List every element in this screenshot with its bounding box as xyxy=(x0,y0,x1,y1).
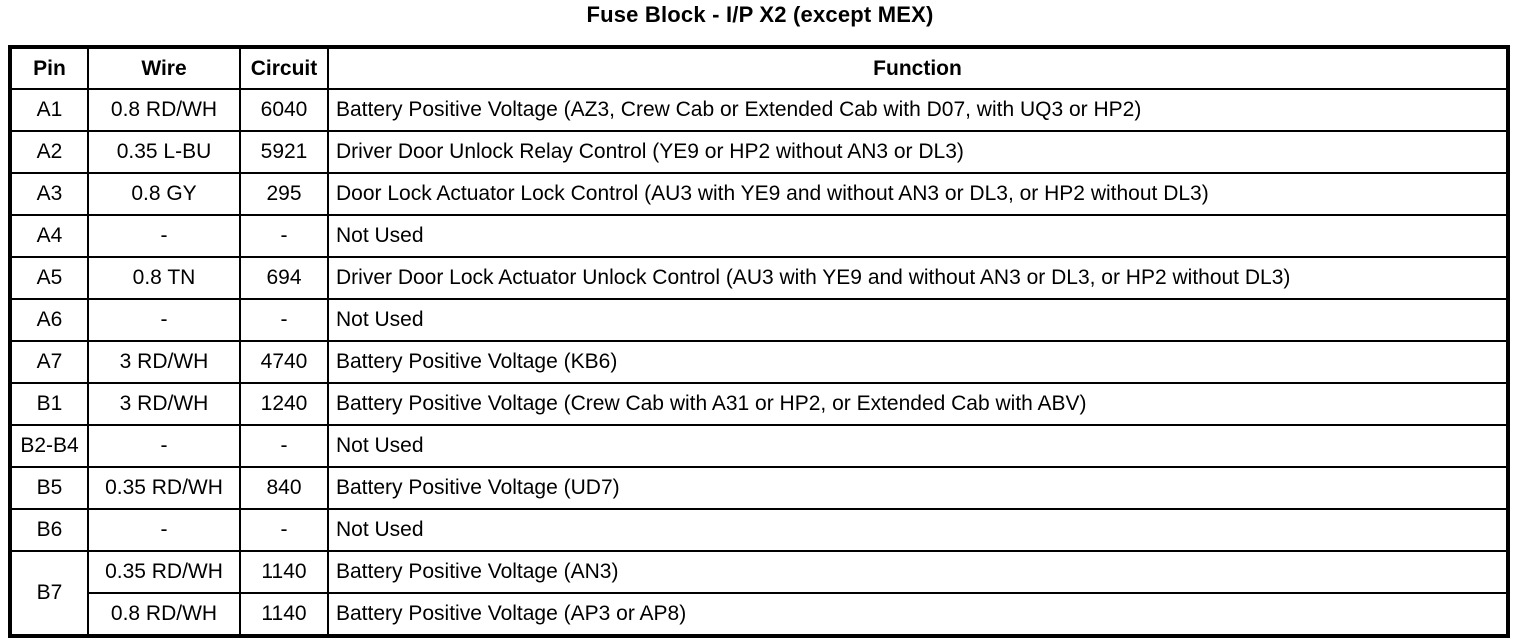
cell-function: Driver Door Unlock Relay Control (YE9 or… xyxy=(327,130,1509,174)
cell-circuit: - xyxy=(239,508,329,552)
table-row: 0.8 RD/WH 1140 Battery Positive Voltage … xyxy=(10,592,1509,637)
table-row: B7 0.35 RD/WH 1140 Battery Positive Volt… xyxy=(9,550,1509,637)
cell-circuit: 1240 xyxy=(239,382,329,426)
cell-function: Battery Positive Voltage (AZ3, Crew Cab … xyxy=(327,88,1509,132)
cell-pin: A3 xyxy=(9,172,89,216)
cell-function: Not Used xyxy=(327,508,1509,552)
cell-pin: A7 xyxy=(9,340,89,384)
cell-function: Door Lock Actuator Lock Control (AU3 wit… xyxy=(327,172,1509,216)
cell-wire: 3 RD/WH xyxy=(87,382,241,426)
cell-wire: 0.8 TN xyxy=(87,256,241,300)
table-row: A1 0.8 RD/WH 6040 Battery Positive Volta… xyxy=(9,88,1509,132)
cell-circuit: 694 xyxy=(239,256,329,300)
table-row: A4 - - Not Used xyxy=(9,214,1509,258)
table-row: A6 - - Not Used xyxy=(9,298,1509,342)
cell-pin: A4 xyxy=(9,214,89,258)
cell-circuit: 1140 xyxy=(239,550,329,594)
cell-circuit: - xyxy=(239,298,329,342)
fuse-block-table: Pin Wire Circuit Function A1 0.8 RD/WH 6… xyxy=(8,45,1510,638)
table-row: B1 3 RD/WH 1240 Battery Positive Voltage… xyxy=(9,382,1509,426)
column-header-circuit: Circuit xyxy=(239,46,329,90)
cell-function: Battery Positive Voltage (KB6) xyxy=(327,340,1509,384)
cell-pin-merged: B7 xyxy=(9,550,89,637)
cell-wire: 3 RD/WH xyxy=(87,340,241,384)
cell-function: Battery Positive Voltage (UD7) xyxy=(327,466,1509,510)
cell-circuit: 6040 xyxy=(239,88,329,132)
table-row: B5 0.35 RD/WH 840 Battery Positive Volta… xyxy=(9,466,1509,510)
cell-wire: 0.35 RD/WH xyxy=(87,550,241,594)
cell-function: Not Used xyxy=(327,214,1509,258)
cell-wire: - xyxy=(87,214,241,258)
table-row: A3 0.8 GY 295 Door Lock Actuator Lock Co… xyxy=(9,172,1509,216)
cell-wire: 0.8 RD/WH xyxy=(87,88,241,132)
table-header-row: Pin Wire Circuit Function xyxy=(9,46,1509,90)
cell-wire: 0.35 L-BU xyxy=(87,130,241,174)
cell-pin: A5 xyxy=(9,256,89,300)
cell-function: Battery Positive Voltage (AN3) xyxy=(327,550,1509,594)
cell-pin: B1 xyxy=(9,382,89,426)
cell-circuit: - xyxy=(239,424,329,468)
cell-function: Battery Positive Voltage (Crew Cab with … xyxy=(327,382,1509,426)
cell-pin: B6 xyxy=(9,508,89,552)
cell-circuit: 4740 xyxy=(239,340,329,384)
column-header-wire: Wire xyxy=(87,46,241,90)
table-row: A5 0.8 TN 694 Driver Door Lock Actuator … xyxy=(9,256,1509,300)
cell-wire: - xyxy=(87,508,241,552)
cell-pin: B2-B4 xyxy=(9,424,89,468)
cell-circuit: 5921 xyxy=(239,130,329,174)
page-title: Fuse Block - I/P X2 (except MEX) xyxy=(586,2,934,27)
cell-pin: A1 xyxy=(9,88,89,132)
cell-circuit: 1140 xyxy=(239,592,329,637)
cell-function: Not Used xyxy=(327,424,1509,468)
cell-circuit: - xyxy=(239,214,329,258)
cell-wire: 0.8 GY xyxy=(87,172,241,216)
cell-pin: A2 xyxy=(9,130,89,174)
cell-circuit: 295 xyxy=(239,172,329,216)
cell-function: Not Used xyxy=(327,298,1509,342)
cell-pin: B5 xyxy=(9,466,89,510)
cell-wire: 0.8 RD/WH xyxy=(87,592,241,637)
cell-circuit: 840 xyxy=(239,466,329,510)
cell-function: Battery Positive Voltage (AP3 or AP8) xyxy=(327,592,1509,637)
table-row: A2 0.35 L-BU 5921 Driver Door Unlock Rel… xyxy=(9,130,1509,174)
column-header-pin: Pin xyxy=(9,46,89,90)
table-row: B2-B4 - - Not Used xyxy=(9,424,1509,468)
cell-function: Driver Door Lock Actuator Unlock Control… xyxy=(327,256,1509,300)
cell-wire: - xyxy=(87,424,241,468)
column-header-function: Function xyxy=(327,46,1509,90)
table-row: A7 3 RD/WH 4740 Battery Positive Voltage… xyxy=(9,340,1509,384)
cell-wire: - xyxy=(87,298,241,342)
table-row: B6 - - Not Used xyxy=(9,508,1509,552)
cell-wire: 0.35 RD/WH xyxy=(87,466,241,510)
cell-pin: A6 xyxy=(9,298,89,342)
